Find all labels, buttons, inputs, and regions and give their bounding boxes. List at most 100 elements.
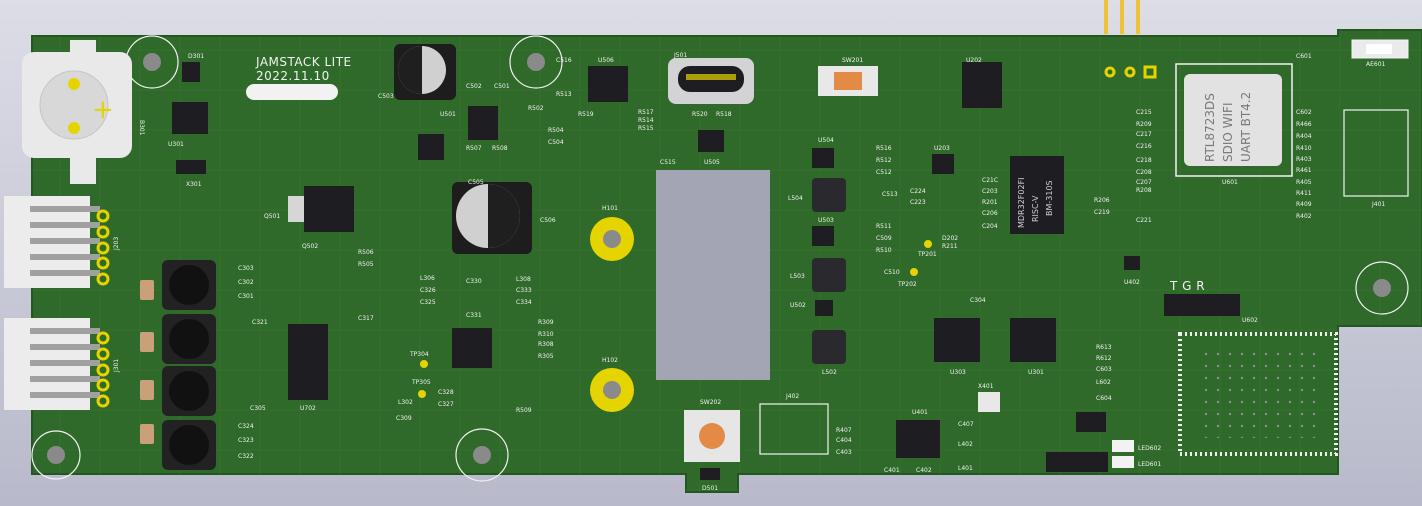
svg-text:C221: C221	[1136, 217, 1152, 224]
usb-c-connector	[668, 58, 754, 104]
switch-sw201	[818, 66, 878, 96]
svg-text:X301: X301	[186, 181, 202, 188]
svg-text:R505: R505	[358, 261, 374, 268]
svg-text:U402: U402	[1124, 279, 1140, 286]
passive-labels: D301 U301 X301 Q502 R506 R505 C502 C501 …	[168, 53, 1312, 474]
label-tp305: TP305	[411, 379, 431, 386]
label-b301: B301	[138, 120, 145, 136]
label-j402: J402	[785, 393, 799, 400]
svg-text:R516: R516	[876, 145, 892, 152]
label-u601: U601	[1222, 179, 1238, 186]
svg-text:C504: C504	[548, 139, 564, 146]
svg-text:R403: R403	[1296, 156, 1312, 163]
svg-text:D301: D301	[188, 53, 204, 60]
svg-text:R208: R208	[1136, 187, 1152, 194]
label-j301: J301	[113, 359, 120, 373]
label-sw202: SW202	[700, 399, 721, 406]
svg-text:C303: C303	[238, 265, 254, 272]
module-marking-1: RTL8723DS	[1203, 93, 1217, 162]
label-led601: LED601	[1138, 461, 1161, 468]
svg-text:C309: C309	[396, 415, 412, 422]
svg-text:C407: C407	[958, 421, 974, 428]
label-tp304: TP304	[409, 351, 429, 358]
headers-j601-j602	[1046, 412, 1134, 472]
svg-text:C502: C502	[466, 83, 482, 90]
svg-text:C203: C203	[982, 188, 998, 195]
svg-text:R517: R517	[638, 109, 654, 116]
svg-text:Q502: Q502	[302, 243, 318, 250]
mosfet-q501	[288, 186, 354, 232]
svg-text:U602: U602	[1242, 317, 1258, 324]
label-tp201: TP201	[917, 251, 937, 258]
svg-text:R404: R404	[1296, 133, 1312, 140]
svg-text:C602: C602	[1296, 109, 1312, 116]
svg-text:C601: C601	[1296, 53, 1312, 60]
svg-text:L602: L602	[1096, 379, 1111, 386]
svg-text:C217: C217	[1136, 131, 1152, 138]
svg-text:R520: R520	[692, 111, 708, 118]
svg-text:C513: C513	[882, 191, 898, 198]
svg-text:R504: R504	[548, 127, 564, 134]
svg-text:U301: U301	[1028, 369, 1044, 376]
svg-text:R512: R512	[876, 157, 892, 164]
label-x401: X401	[978, 383, 994, 390]
jtag-label: T G R	[1169, 279, 1205, 293]
connector-j301	[4, 318, 100, 410]
svg-text:D202: D202	[942, 235, 958, 242]
ic-packages	[172, 62, 1140, 480]
mcu-marking-3: BM-310S	[1045, 180, 1054, 216]
svg-text:R209: R209	[1136, 121, 1152, 128]
svg-text:L504: L504	[788, 195, 803, 202]
battery-holder: +	[22, 40, 132, 184]
svg-text:C510: C510	[884, 269, 900, 276]
svg-text:C323: C323	[238, 437, 254, 444]
svg-text:L502: L502	[822, 369, 837, 376]
svg-text:C328: C328	[438, 389, 454, 396]
svg-text:C219: C219	[1094, 209, 1110, 216]
connector-pads	[96, 209, 110, 408]
svg-text:C302: C302	[238, 279, 254, 286]
svg-text:R506: R506	[358, 249, 374, 256]
svg-text:L306: L306	[420, 275, 435, 282]
svg-text:R518: R518	[716, 111, 732, 118]
svg-text:U401: U401	[912, 409, 928, 416]
electrolytic-cap-c506	[452, 182, 532, 254]
svg-text:C223: C223	[910, 199, 926, 206]
svg-text:C509: C509	[876, 235, 892, 242]
electrolytic-cap-c503	[394, 44, 456, 100]
svg-text:C501: C501	[494, 83, 510, 90]
svg-text:C324: C324	[238, 423, 254, 430]
svg-text:U301: U301	[168, 141, 184, 148]
svg-text:R410: R410	[1296, 145, 1312, 152]
tantalum-caps	[140, 280, 154, 444]
label-j401: J401	[1371, 201, 1385, 208]
svg-text:R613: R613	[1096, 344, 1112, 351]
gold-holes	[590, 217, 634, 412]
svg-text:C301: C301	[238, 293, 254, 300]
svg-text:C224: C224	[910, 188, 926, 195]
connector-j203	[4, 196, 100, 288]
svg-text:C216: C216	[1136, 143, 1152, 150]
label-tp202: TP202	[897, 281, 917, 288]
label-led602: LED602	[1138, 445, 1161, 452]
svg-text:L308: L308	[516, 276, 531, 283]
mcu-marking-2: RISC-V	[1031, 195, 1040, 222]
svg-text:C604: C604	[1096, 395, 1112, 402]
label-q501: Q501	[264, 213, 280, 220]
label-sw201: SW201	[842, 57, 863, 64]
svg-text:U702: U702	[300, 405, 316, 412]
module-marking-2: SDIO WIFI	[1221, 102, 1235, 162]
label-h101: H101	[602, 205, 618, 212]
label-c503: C503	[378, 93, 394, 100]
svg-text:R508: R508	[492, 145, 508, 152]
svg-text:U505: U505	[704, 159, 720, 166]
label-j203: J203	[113, 237, 120, 251]
svg-text:R511: R511	[876, 223, 892, 230]
svg-text:C515: C515	[660, 159, 676, 166]
svg-text:U504: U504	[818, 137, 834, 144]
svg-text:C317: C317	[358, 315, 374, 322]
svg-text:C334: C334	[516, 299, 532, 306]
svg-text:C603: C603	[1096, 366, 1112, 373]
svg-text:R519: R519	[578, 111, 594, 118]
